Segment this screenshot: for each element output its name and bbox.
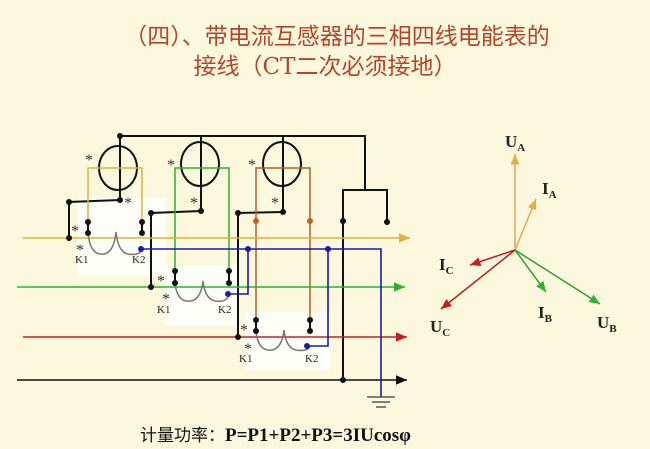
ct1-background	[78, 198, 166, 276]
polarity-mark: *	[157, 273, 165, 290]
phasor-ub	[514, 249, 601, 305]
label-ub: UB	[597, 313, 617, 335]
label-ua: UA	[505, 132, 525, 154]
polarity-mark: *	[71, 223, 79, 240]
ct2-coil	[174, 280, 230, 303]
slide-title-line-1: （四）、带电流互感器的三相四线电能表的	[124, 24, 550, 50]
polarity-mark: *	[167, 157, 175, 174]
ct2-k2-label: K2	[218, 304, 231, 316]
phasor-ic	[469, 249, 516, 266]
label-ia: IA	[542, 179, 557, 201]
polarity-mark: *	[240, 322, 248, 339]
ct2-background	[165, 265, 237, 325]
polarity-mark: *	[248, 157, 256, 174]
meter-3	[262, 141, 302, 187]
polarity-mark: *	[76, 242, 84, 259]
ct1-k1-label: K1	[75, 254, 88, 266]
ground-symbol	[367, 396, 395, 408]
power-formula: 计量功率：P=P1+P2+P3=3IUcosφ	[140, 421, 411, 447]
polarity-mark: *	[190, 195, 198, 212]
ct3-k1-label: K1	[239, 353, 252, 365]
meter-1-current-coil	[87, 167, 143, 222]
phasor-uc	[440, 249, 516, 310]
polarity-mark: *	[162, 291, 170, 308]
ct3-k2-label: K2	[305, 353, 318, 365]
phasor-diagram	[440, 154, 601, 310]
meter-2-current-coil	[174, 167, 230, 271]
phasor-ia	[514, 198, 537, 251]
polarity-mark: *	[85, 152, 93, 169]
ct3-coil	[255, 329, 311, 352]
slide-title-line-2: 接线（CT二次必须接地）	[193, 54, 457, 80]
ct1-k2-label: K2	[132, 254, 145, 266]
label-ib: IB	[538, 303, 553, 325]
phasor-ib	[514, 249, 547, 293]
ct-secondary-return	[141, 248, 382, 397]
label-ic: IC	[439, 255, 454, 277]
polarity-mark: *	[244, 341, 252, 358]
formula-expression: P=P1+P2+P3=3IUcosφ	[225, 425, 412, 446]
label-uc: UC	[430, 317, 450, 339]
formula-label: 计量功率：	[140, 426, 225, 446]
ct1-coil	[87, 231, 143, 256]
ct2-k1-label: K1	[157, 304, 170, 316]
ct3-background	[245, 312, 330, 370]
polarity-mark: *	[271, 195, 279, 212]
junction-dots	[66, 133, 390, 383]
meter-2	[180, 141, 220, 187]
meter-3-current-coil	[255, 167, 311, 320]
polarity-mark: *	[124, 195, 132, 212]
